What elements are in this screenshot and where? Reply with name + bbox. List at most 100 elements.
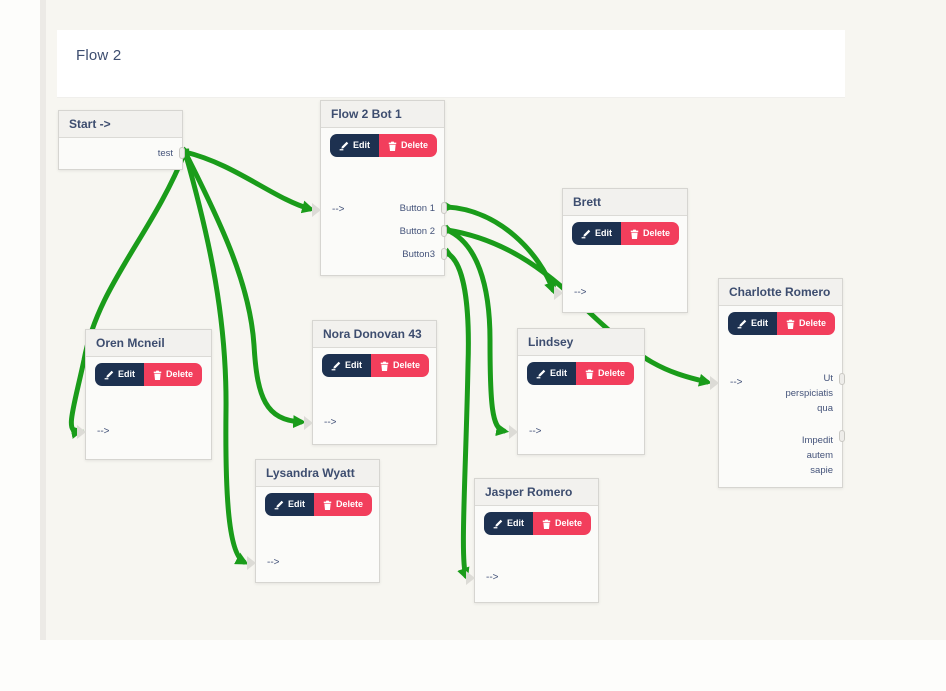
node-title: Charlotte Romero xyxy=(729,285,831,299)
delete-button[interactable]: Delete xyxy=(314,493,373,516)
output-label: Button 2 xyxy=(399,226,435,237)
input-port[interactable] xyxy=(77,425,86,439)
delete-button-label: Delete xyxy=(401,140,429,150)
pencil-icon xyxy=(339,141,349,150)
node-header[interactable]: Charlotte Romero xyxy=(719,279,842,306)
output-port[interactable] xyxy=(179,147,185,159)
delete-button-label: Delete xyxy=(643,228,671,238)
edit-button[interactable]: Edit xyxy=(527,362,576,385)
edge-start.test-to-bot1.in[interactable] xyxy=(181,146,316,214)
output-port[interactable] xyxy=(839,373,845,385)
edit-button-label: Edit xyxy=(118,369,135,379)
edge-bot1.button3-to-jasper.in[interactable] xyxy=(442,247,471,581)
output-port[interactable] xyxy=(441,248,447,260)
delete-button[interactable]: Delete xyxy=(144,363,203,386)
input-port[interactable] xyxy=(247,556,256,570)
input-port[interactable] xyxy=(554,286,563,300)
edit-button-label: Edit xyxy=(288,499,305,509)
node-header[interactable]: Oren Mcneil xyxy=(86,330,211,357)
trash-icon xyxy=(388,141,397,151)
delete-button[interactable]: Delete xyxy=(777,312,836,335)
pencil-icon xyxy=(536,369,546,378)
edit-button-label: Edit xyxy=(353,140,370,150)
flow-node-charlotte[interactable]: Charlotte Romero Edit Delete -->Ut persp… xyxy=(710,278,845,488)
output-label: Button 1 xyxy=(399,203,435,214)
delete-button[interactable]: Delete xyxy=(371,354,430,377)
delete-button-label: Delete xyxy=(336,499,364,509)
node-header[interactable]: Jasper Romero xyxy=(475,479,598,506)
flow-node-lindsey[interactable]: Lindsey Edit Delete --> xyxy=(509,328,645,455)
node-header[interactable]: Start -> xyxy=(59,111,182,138)
node-header[interactable]: Nora Donovan 43 xyxy=(313,321,436,348)
canvas-left-edge xyxy=(40,0,46,640)
delete-button[interactable]: Delete xyxy=(621,222,680,245)
flow-node-jasper[interactable]: Jasper Romero Edit Delete --> xyxy=(466,478,599,603)
pencil-icon xyxy=(581,229,591,238)
delete-button[interactable]: Delete xyxy=(533,512,592,535)
node-title: Start -> xyxy=(69,117,111,131)
output-port[interactable] xyxy=(441,202,447,214)
flow-node-oren[interactable]: Oren Mcneil Edit Delete --> xyxy=(77,329,212,460)
node-actions: Edit Delete xyxy=(322,354,430,377)
edit-button[interactable]: Edit xyxy=(322,354,371,377)
node-header[interactable]: Lindsey xyxy=(518,329,644,356)
node-title: Flow 2 Bot 1 xyxy=(331,107,402,121)
trash-icon xyxy=(323,500,332,510)
flow-node-start[interactable]: Start -> test xyxy=(58,110,185,170)
node-actions: Edit Delete xyxy=(527,362,635,385)
edit-button[interactable]: Edit xyxy=(728,312,777,335)
flow-node-nora[interactable]: Nora Donovan 43 Edit Delete --> xyxy=(304,320,437,445)
edit-button[interactable]: Edit xyxy=(95,363,144,386)
node-title: Oren Mcneil xyxy=(96,336,165,350)
edit-button[interactable]: Edit xyxy=(330,134,379,157)
node-title: Brett xyxy=(573,195,602,209)
input-port[interactable] xyxy=(509,425,518,439)
output-port[interactable] xyxy=(441,225,447,237)
pencil-icon xyxy=(104,370,114,379)
pencil-icon xyxy=(737,319,747,328)
input-port-label: --> xyxy=(324,417,337,428)
delete-button[interactable]: Delete xyxy=(576,362,635,385)
input-port[interactable] xyxy=(466,571,475,585)
delete-button[interactable]: Delete xyxy=(379,134,438,157)
node-title: Lysandra Wyatt xyxy=(266,466,355,480)
input-port[interactable] xyxy=(710,376,719,390)
edge-start.test-to-lysandra.in[interactable] xyxy=(179,148,249,565)
trash-icon xyxy=(542,519,551,529)
output-label: Ut perspiciatis qua xyxy=(785,373,833,414)
delete-button-label: Delete xyxy=(393,360,421,370)
input-port[interactable] xyxy=(304,416,313,430)
flow-header-bar: Flow 2 xyxy=(57,30,845,98)
pencil-icon xyxy=(331,361,341,370)
input-port-label: --> xyxy=(97,426,110,437)
delete-button-label: Delete xyxy=(799,318,827,328)
pencil-icon xyxy=(274,500,284,509)
node-title: Jasper Romero xyxy=(485,485,573,499)
node-header[interactable]: Flow 2 Bot 1 xyxy=(321,101,444,128)
edit-button[interactable]: Edit xyxy=(484,512,533,535)
flow-title: Flow 2 xyxy=(76,47,122,64)
edit-button-label: Edit xyxy=(550,368,567,378)
delete-button-label: Delete xyxy=(598,368,626,378)
delete-button-label: Delete xyxy=(555,518,583,528)
edit-button-label: Edit xyxy=(345,360,362,370)
edit-button[interactable]: Edit xyxy=(572,222,621,245)
flow-node-brett[interactable]: Brett Edit Delete --> xyxy=(554,188,688,313)
edit-button[interactable]: Edit xyxy=(265,493,314,516)
trash-icon xyxy=(786,319,795,329)
input-port[interactable] xyxy=(312,203,321,217)
trash-icon xyxy=(630,229,639,239)
node-header[interactable]: Lysandra Wyatt xyxy=(256,460,379,487)
flow-node-lysandra[interactable]: Lysandra Wyatt Edit Delete --> xyxy=(247,459,380,583)
node-actions: Edit Delete xyxy=(484,512,592,535)
node-header[interactable]: Brett xyxy=(563,189,687,216)
trash-icon xyxy=(585,369,594,379)
node-title: Nora Donovan 43 xyxy=(323,327,422,341)
input-port-label: --> xyxy=(486,572,499,583)
edit-button-label: Edit xyxy=(595,228,612,238)
output-label: test xyxy=(157,148,173,159)
output-port[interactable] xyxy=(839,430,845,442)
node-actions: Edit Delete xyxy=(728,312,836,335)
node-actions: Edit Delete xyxy=(95,363,203,386)
